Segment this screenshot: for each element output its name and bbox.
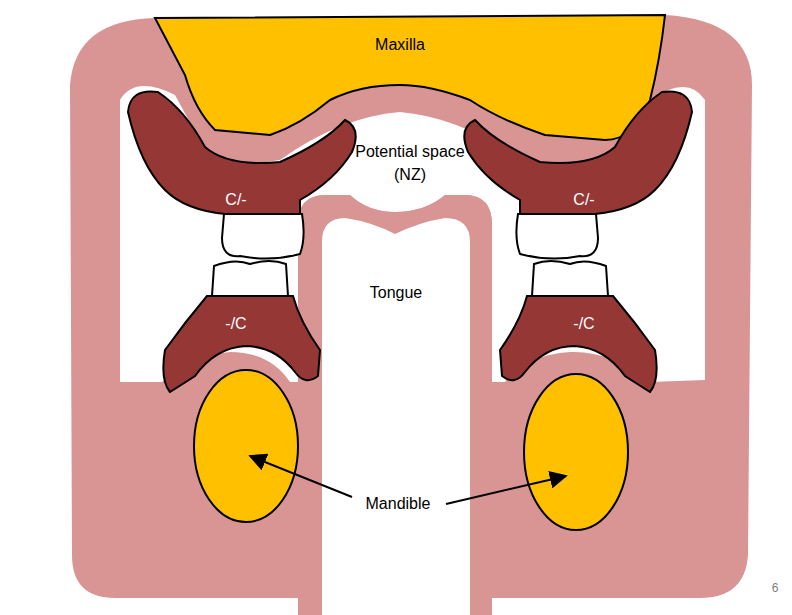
region-label: Potential space (NZ): [350, 140, 470, 186]
lower-tooth: [212, 261, 288, 296]
tongue-interior: [322, 218, 470, 615]
leader-arrow: [250, 456, 352, 497]
tongue-outline: [298, 195, 492, 615]
left-denture: [128, 91, 356, 392]
node-text: C/-: [573, 190, 594, 209]
denture-label-box: -/C: [221, 312, 250, 335]
node-text: Maxilla: [375, 35, 425, 54]
upper-tooth: [516, 214, 598, 259]
page-number: 6: [765, 580, 785, 597]
upper-denture-base: [128, 91, 356, 214]
denture-label-box: C/-: [569, 188, 598, 211]
part-label: Mandible: [343, 492, 453, 515]
upper-denture-base: [464, 91, 692, 214]
denture-label-box: C/-: [221, 188, 250, 211]
node-text: -/C: [573, 314, 594, 333]
mandible-bone: [194, 370, 298, 522]
right-denture: [464, 91, 692, 392]
bone-label-box: Maxilla: [371, 33, 429, 56]
node-text: -/C: [225, 314, 246, 333]
mandible-bone: [524, 374, 628, 530]
leader-arrow: [446, 476, 566, 504]
lower-tooth: [532, 261, 608, 296]
maxilla-bone: [155, 15, 665, 140]
upper-tooth: [222, 214, 304, 259]
denture-label-box: -/C: [569, 312, 598, 335]
node-text: Tongue: [370, 283, 423, 302]
tongue-label-box: Tongue: [366, 281, 427, 304]
node-text: C/-: [225, 190, 246, 209]
